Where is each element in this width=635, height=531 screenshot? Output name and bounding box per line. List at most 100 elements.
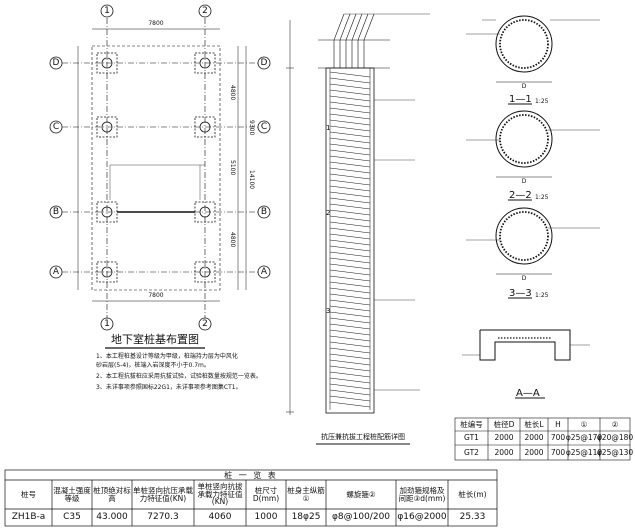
section-3-scale: 1:25: [535, 292, 549, 299]
section-1-title: 1—1: [509, 94, 532, 105]
dim-right-1: 4800: [229, 85, 236, 101]
pile-elevation: [286, 13, 430, 445]
note-1: 1、本工程桩基设计等级为甲级，桩端持力层为中风化: [96, 353, 238, 360]
axis-label-1-top: 1: [104, 6, 110, 16]
spec-table-cell: φ25@170: [565, 433, 603, 443]
schedule-cell: 1000: [254, 511, 278, 522]
axis-label-B-left: B: [52, 207, 60, 217]
axis-bubble-2-bottom: [198, 317, 212, 331]
spiral-turn: [329, 251, 371, 258]
section-3-dim: D: [521, 275, 527, 282]
spiral-turn: [329, 185, 371, 192]
axis-bubble-1-top: [100, 4, 114, 18]
schedule-header: 桩号: [21, 489, 36, 499]
schedule-header: 桩尺寸D(mm): [252, 485, 280, 503]
schedule-cell: 25.33: [459, 511, 486, 522]
detail-aa-title: A—A: [516, 388, 540, 399]
axis-bubble-A-left: [49, 265, 63, 279]
spiral-turn: [329, 89, 371, 96]
spiral-turn: [329, 287, 371, 294]
spiral-turn: [329, 305, 371, 312]
pile: [101, 121, 113, 133]
axis-bubble-D-right: [257, 56, 271, 70]
spiral-turn: [329, 119, 371, 126]
spec-table-cell: 2000: [524, 447, 544, 457]
schedule-cell: φ16@2000: [397, 511, 447, 522]
spec-table-cell: 700: [550, 433, 566, 443]
spiral-turn: [329, 257, 371, 264]
axis-bubble-A-right: [257, 265, 271, 279]
spiral-turn: [329, 239, 371, 246]
pile: [199, 121, 211, 133]
axis-label-B-right: B: [260, 207, 268, 217]
spiral-turn: [329, 299, 371, 306]
spiral-turn: [329, 311, 371, 318]
schedule-header: 单桩竖向抗压承载力特征值(KN): [133, 485, 193, 503]
pile-cap: [194, 116, 216, 138]
spec-table-cell: GT2: [464, 447, 479, 457]
spec-table-header: ②: [611, 419, 619, 429]
schedule-header: 桩顶绝对标高: [93, 485, 131, 503]
section-inner-circle: [499, 211, 549, 261]
pile-cap: [96, 116, 118, 138]
spiral-turn: [329, 317, 371, 324]
axis-label-2-bottom: 2: [202, 319, 208, 329]
spiral-turn: [329, 395, 371, 402]
schedule-header: 加劲箍规格及间距③d(mm): [398, 485, 446, 503]
axis-bubble-C-right: [257, 120, 271, 134]
spiral-turn: [329, 341, 371, 348]
schedule-cell: 18φ25: [291, 511, 321, 522]
spiral-turn: [329, 221, 371, 228]
spiral-turn: [329, 191, 371, 198]
schedule-cell: C35: [63, 511, 81, 522]
spiral-turn: [329, 215, 371, 222]
axis-label-C-right: C: [260, 122, 268, 132]
pile: [199, 266, 211, 278]
schedule-cell: 43.000: [96, 511, 128, 522]
spiral-turn: [329, 353, 371, 360]
axis-bubble-B-right: [257, 205, 271, 219]
axis-label-A-left: A: [52, 267, 60, 277]
spiral-turn: [329, 77, 371, 84]
pile: [199, 57, 211, 69]
spiral-turn: [329, 389, 371, 396]
pile-cap: [194, 261, 216, 283]
spec-table-cell: GT1: [464, 433, 479, 443]
anchor-bar: [345, 13, 357, 68]
schedule-cell: ZH1B-a: [11, 511, 46, 522]
spiral-turn: [329, 383, 371, 390]
spiral-turn: [329, 359, 371, 366]
spec-table-cell: 2000: [494, 447, 514, 457]
spiral-turn: [329, 101, 371, 108]
spiral-turn: [329, 335, 371, 342]
schedule-header: 螺旋箍②: [346, 489, 376, 499]
schedule-cell: 7270.3: [147, 511, 179, 522]
spiral-turn: [329, 137, 371, 144]
spiral-turn: [329, 131, 371, 138]
dim-top: 7800: [148, 20, 164, 27]
spiral-turn: [329, 377, 371, 384]
cap-detail-outline: [479, 329, 571, 361]
axis-bubble-B-left: [49, 205, 63, 219]
pile: [101, 206, 113, 218]
section-mark-2: 2: [326, 209, 331, 217]
spiral-turn: [329, 263, 371, 270]
spiral-turn: [329, 95, 371, 102]
section-3-3: [466, 207, 600, 299]
note-3: 3、未详事项参照国标22G1，未详事项参考图集CT1。: [96, 384, 242, 391]
spec-table-header: 桩径D: [493, 419, 515, 429]
anchor-bar: [339, 13, 351, 68]
pile-schedule-grid: [4, 469, 498, 527]
spiral-turn: [329, 173, 371, 180]
axis-label-1-bottom: 1: [104, 319, 110, 329]
spiral-turn: [329, 275, 371, 282]
spiral-turn: [329, 323, 371, 330]
axis-label-D-right: D: [260, 58, 268, 68]
pile-cap: [96, 261, 118, 283]
axis-bubble-D-left: [49, 56, 63, 70]
schedule-cell: 4060: [208, 511, 232, 522]
pile: [101, 57, 113, 69]
note-1-cont: 砂岩层(5-4)，桩端入岩深度不小于0.7m。: [96, 362, 210, 369]
anchor-bar: [357, 13, 369, 68]
